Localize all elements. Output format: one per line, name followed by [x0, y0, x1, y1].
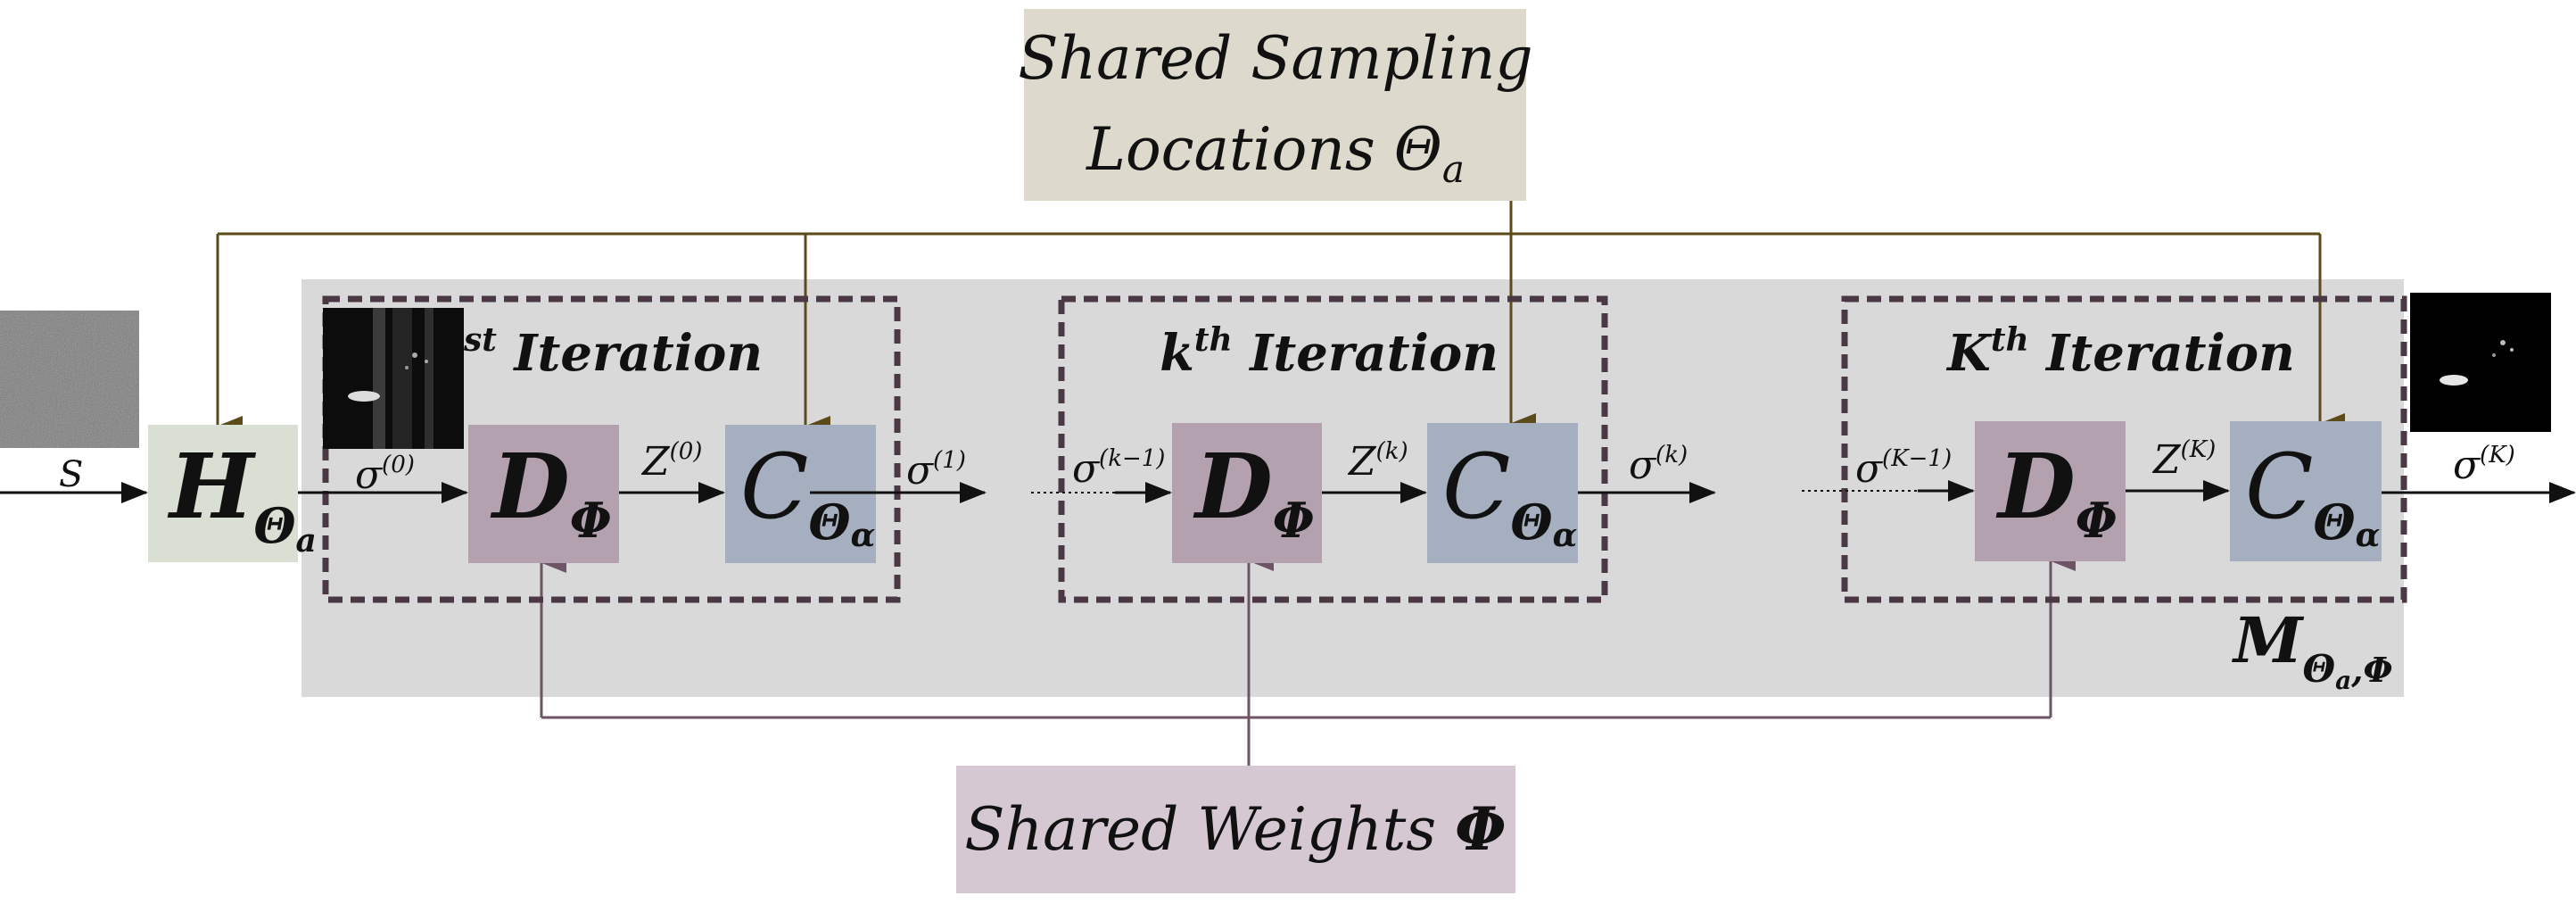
- h-block: HΘa: [148, 425, 317, 562]
- iteration-box-K: [1841, 295, 2407, 603]
- iteration-title-K: Kth Iteration: [1945, 321, 2295, 383]
- z0-label: Z(0): [640, 438, 702, 485]
- model-label: MΘa,Φ: [2232, 603, 2393, 695]
- sigma0-image: [323, 308, 464, 449]
- input-noise-image: [0, 311, 139, 448]
- sigma0-label: σ(0): [355, 452, 415, 498]
- d-block-1-label: DΦ: [490, 434, 612, 549]
- c-block-k: CΘα: [1427, 423, 1578, 563]
- c-block-K-label: CΘα: [2245, 435, 2380, 554]
- sigma-k-label: σ(k): [1629, 442, 1688, 488]
- shared-sampling-line2: Locations Θa: [1086, 115, 1465, 191]
- d-block-1: DΦ: [468, 425, 619, 563]
- zk-label: Z(k): [1347, 438, 1408, 485]
- weights-lines: [540, 550, 2076, 766]
- shared-sampling-line1: Shared Sampling: [1018, 24, 1532, 93]
- d-block-K-label: DΦ: [1995, 434, 2118, 549]
- zK-label: Z(K): [2151, 436, 2216, 483]
- iteration-title-k: kth Iteration: [1160, 321, 1499, 383]
- iteration-box-1: [322, 295, 901, 603]
- shared-sampling-box: Shared Sampling Locations Θa: [1018, 9, 1533, 201]
- c-block-1-label: CΘα: [740, 435, 875, 554]
- c-block-1: CΘα: [725, 425, 876, 563]
- iteration-box-k: [1058, 295, 1608, 603]
- shared-weights-label: Shared Weights Φ: [964, 794, 1506, 864]
- sampling-lines: [216, 201, 2345, 437]
- h-block-label: HΘa: [167, 434, 317, 560]
- d-block-k: DΦ: [1172, 423, 1322, 563]
- d-block-k-label: DΦ: [1193, 434, 1315, 549]
- sigma1-label: σ(1): [906, 447, 966, 493]
- sigma-K-minus-1-label: σ(K−1): [1855, 445, 1952, 492]
- d-block-K: DΦ: [1975, 421, 2126, 561]
- output-image: [2410, 293, 2551, 432]
- shared-weights-box: Shared Weights Φ: [956, 766, 1515, 893]
- c-block-k-label: CΘα: [1442, 435, 1577, 554]
- sigma-k-minus-1-label: σ(k−1): [1072, 445, 1165, 492]
- sigma-K-label: σ(K): [2453, 442, 2515, 488]
- c-block-K: CΘα: [2230, 421, 2382, 561]
- input-label-s: S: [59, 454, 83, 495]
